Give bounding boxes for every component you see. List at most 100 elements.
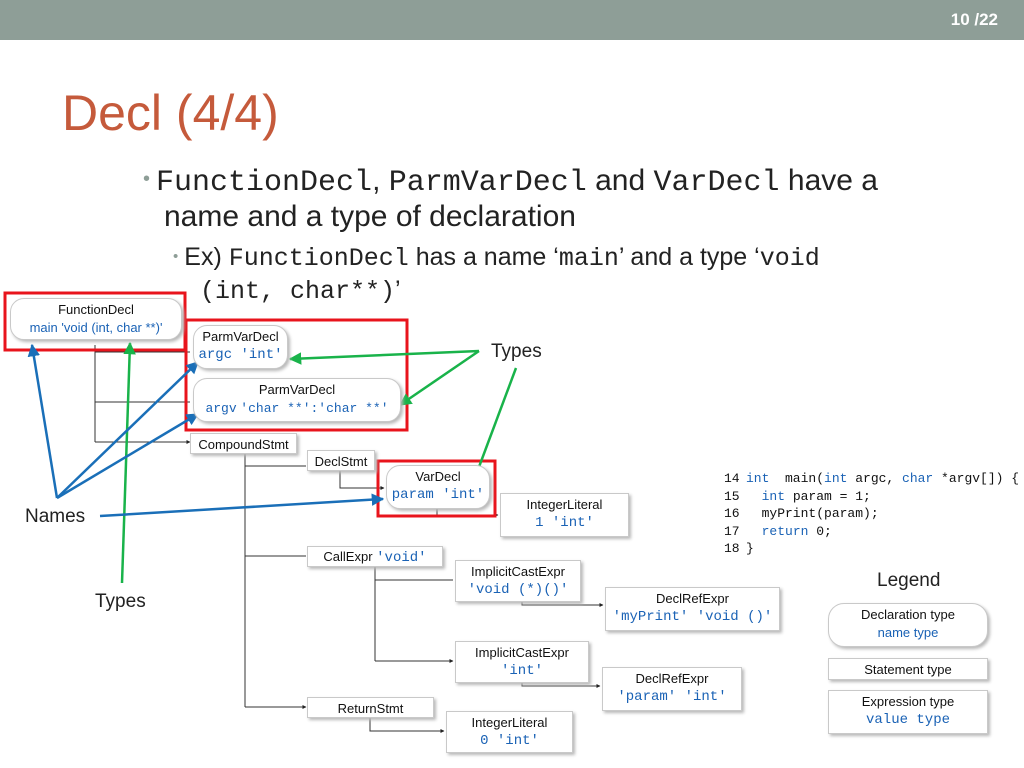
code-text: argc,	[847, 471, 903, 486]
code-keyword: int	[746, 471, 770, 486]
line-number: 16	[724, 506, 740, 521]
code-line: 17 return 0;	[724, 523, 1019, 541]
text: and	[586, 164, 654, 197]
term-void: void	[759, 244, 820, 273]
node-type: 'void (int, char **)'	[61, 320, 163, 335]
node-value: 0	[480, 733, 489, 749]
legend-declaration: Declaration type name type	[828, 603, 988, 647]
code-text: myPrint(param);	[746, 506, 879, 521]
legend-label: Declaration type	[861, 607, 955, 622]
legend-title: Legend	[877, 570, 941, 591]
types-arrows	[120, 341, 518, 584]
code-keyword: int	[761, 488, 786, 504]
node-name-type: 'myPrint' 'void ()'	[606, 608, 779, 626]
bullet-2-line-1: • Ex) FunctionDecl has a name ‘main’ and …	[173, 243, 820, 273]
node-function-decl: FunctionDecl main 'void (int, char **)'	[10, 298, 182, 340]
node-kind: IntegerLiteral	[526, 497, 603, 512]
node-call-expr: CallExpr 'void'	[307, 546, 443, 567]
text: have a	[779, 164, 878, 197]
node-name: argv	[205, 401, 237, 416]
node-parm-var-decl-argv: ParmVarDecl argv 'char **':'char **'	[193, 378, 401, 422]
node-value: 1	[535, 515, 544, 531]
text: has a name ‘	[408, 243, 559, 271]
node-name-type: argc 'int'	[194, 346, 287, 364]
term-main: main	[558, 244, 619, 273]
node-name-type: 'param' 'int'	[603, 688, 741, 706]
code-line: 16 myPrint(param);	[724, 505, 1019, 523]
node-type: 'int'	[240, 347, 283, 363]
text: Ex)	[184, 243, 229, 271]
node-kind: ImplicitCastExpr	[475, 645, 569, 660]
legend-expression: Expression type value type	[828, 690, 988, 734]
bullet-1-line-1: •FunctionDecl, ParmVarDecl and VarDecl h…	[143, 164, 878, 200]
node-kind: ParmVarDecl	[202, 329, 279, 344]
node-kind: ImplicitCastExpr	[471, 564, 565, 579]
code-line: 15 int param = 1;	[724, 488, 1019, 506]
node-type: 'int'	[442, 487, 485, 503]
node-type: 'void ()'	[696, 609, 773, 625]
node-kind: DeclRefExpr	[635, 671, 709, 686]
text: ’ and a type ‘	[618, 243, 760, 271]
node-type: 'void'	[376, 550, 427, 566]
text: ,	[372, 164, 389, 197]
node-name: argc	[198, 347, 233, 363]
node-kind: VarDecl	[415, 469, 461, 484]
node-value-type: 0 'int'	[447, 732, 572, 750]
node-compound-stmt: CompoundStmt	[190, 433, 297, 454]
bullet-dot: •	[173, 248, 179, 265]
legend-sub: name type	[877, 625, 939, 640]
term-signature: (int, char**)	[200, 277, 396, 306]
node-name-type: argv 'char **':'char **'	[194, 399, 400, 418]
label-types-top: Types	[491, 341, 542, 362]
node-return-stmt: ReturnStmt	[307, 697, 434, 718]
code-text	[746, 489, 762, 504]
line-number: 15	[724, 488, 740, 504]
node-kind: CallExpr	[323, 549, 373, 564]
node-type: 'void (*)()'	[467, 582, 569, 598]
node-name-type: main 'void (int, char **)'	[11, 319, 181, 337]
node-kind: DeclRefExpr	[656, 591, 729, 606]
legend-sub: value type	[865, 712, 950, 728]
line-number: 18	[724, 541, 740, 556]
bullet-dot: •	[143, 168, 151, 190]
node-decl-stmt: DeclStmt	[307, 450, 375, 471]
bullet-1-line-2: name and a type of declaration	[164, 200, 576, 233]
code-text	[746, 524, 762, 539]
node-implicit-cast-expr-1: ImplicitCastExpr 'void (*)()'	[455, 560, 581, 602]
names-arrows	[27, 343, 385, 518]
line-number: 14	[724, 471, 740, 486]
node-type: 'int'	[684, 689, 727, 705]
code-text: *argv[]) {	[933, 471, 1020, 486]
text: ’	[395, 276, 401, 304]
term-functiondecl: FunctionDecl	[156, 166, 373, 200]
legend-label: Expression type	[861, 694, 955, 709]
node-decl-ref-expr-myprint: DeclRefExpr 'myPrint' 'void ()'	[605, 587, 780, 631]
node-name: main	[29, 320, 58, 335]
label-types-bottom: Types	[95, 591, 146, 612]
slide-title: Decl (4/4)	[62, 85, 279, 141]
page-number: 10 /22	[950, 10, 998, 29]
node-type: 'char **':'char **'	[240, 401, 389, 416]
node-kind: ParmVarDecl	[258, 382, 336, 397]
term-functiondecl: FunctionDecl	[228, 244, 409, 273]
term-vardecl: VarDecl	[653, 166, 780, 200]
node-kind: FunctionDecl	[58, 302, 134, 317]
node-name: 'myPrint'	[612, 609, 689, 625]
code-text: }	[746, 541, 754, 556]
node-type: 'int'	[551, 515, 594, 531]
bullet-2-line-2: (int, char**)’	[200, 276, 401, 306]
node-value-type: 1 'int'	[501, 514, 628, 532]
code-text: main(	[769, 471, 825, 486]
node-name: param	[391, 487, 434, 503]
line-number: 17	[724, 523, 740, 539]
code-keyword: return	[761, 523, 809, 539]
term-parmvardecl: ParmVarDecl	[388, 166, 587, 200]
node-type: 'int'	[496, 733, 539, 749]
code-line: 18}	[724, 540, 1019, 558]
code-text: 0;	[808, 523, 832, 539]
node-decl-ref-expr-param: DeclRefExpr 'param' 'int'	[602, 667, 742, 711]
node-integer-literal-1: IntegerLiteral 1 'int'	[500, 493, 629, 537]
